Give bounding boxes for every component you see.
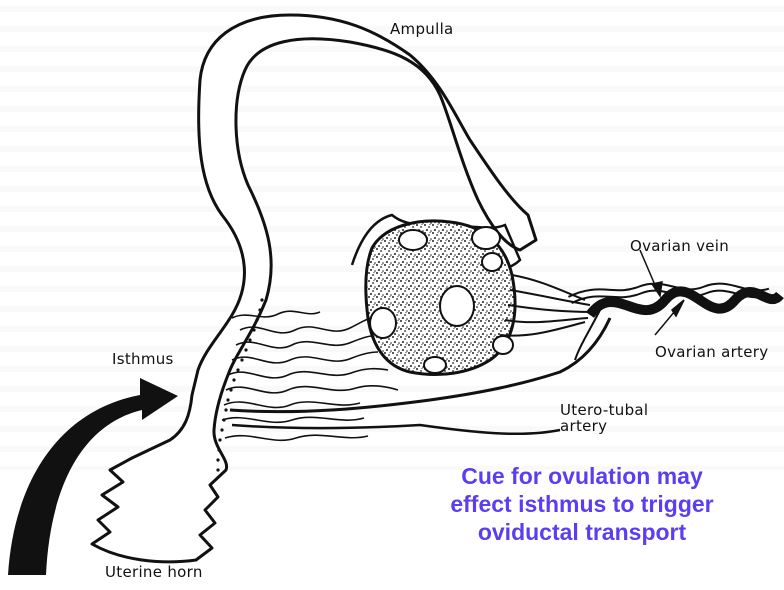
label-isthmus: Isthmus — [112, 350, 174, 368]
caption-line-2: effect isthmus to trigger — [392, 490, 772, 518]
label-utero-tubal-artery: Utero-tubal artery — [560, 402, 648, 434]
caption-line-1: Cue for ovulation may — [392, 462, 772, 490]
label-uterine-horn: Uterine horn — [105, 563, 203, 581]
label-utero-tubal-line1: Utero-tubal — [560, 402, 648, 418]
caption: Cue for ovulation may effect isthmus to … — [392, 462, 772, 546]
caption-line-3: oviductal transport — [392, 518, 772, 546]
label-utero-tubal-line2: artery — [560, 418, 648, 434]
label-ovarian-artery: Ovarian artery — [655, 343, 768, 361]
label-ovarian-vein: Ovarian vein — [630, 237, 729, 255]
ovary — [366, 221, 515, 375]
label-ampulla: Ampulla — [390, 20, 454, 38]
